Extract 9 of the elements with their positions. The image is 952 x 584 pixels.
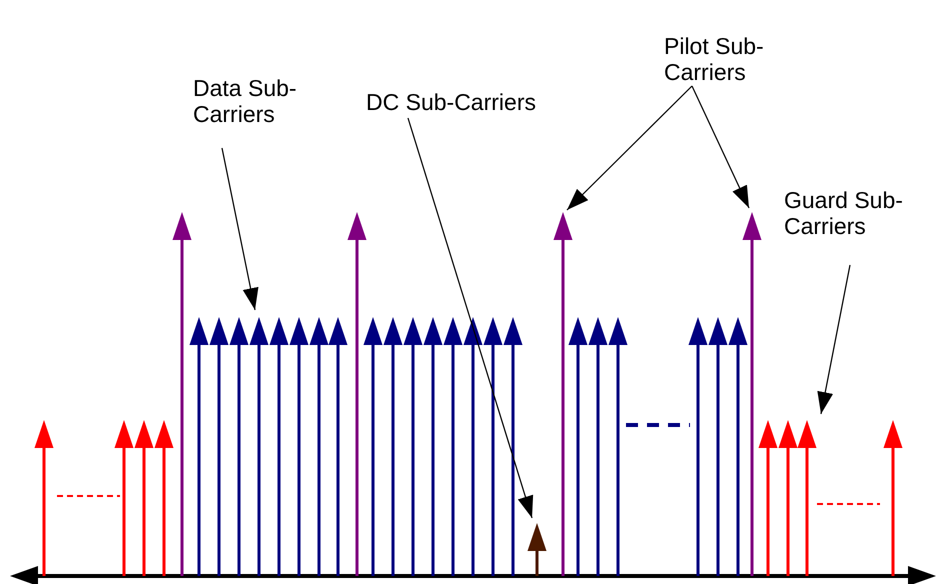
callout-label: Guard Sub-Carriers [784, 187, 924, 239]
leader-line [817, 264, 851, 414]
callout-label: Data Sub-Carriers [193, 75, 333, 127]
leader-line [691, 86, 750, 208]
callout-label: Pilot Sub-Carriers [664, 33, 804, 85]
callout-label: DC Sub-Carriers [366, 89, 536, 115]
leader-line [221, 148, 258, 310]
leader-line [407, 118, 534, 518]
leader-line [566, 86, 692, 210]
